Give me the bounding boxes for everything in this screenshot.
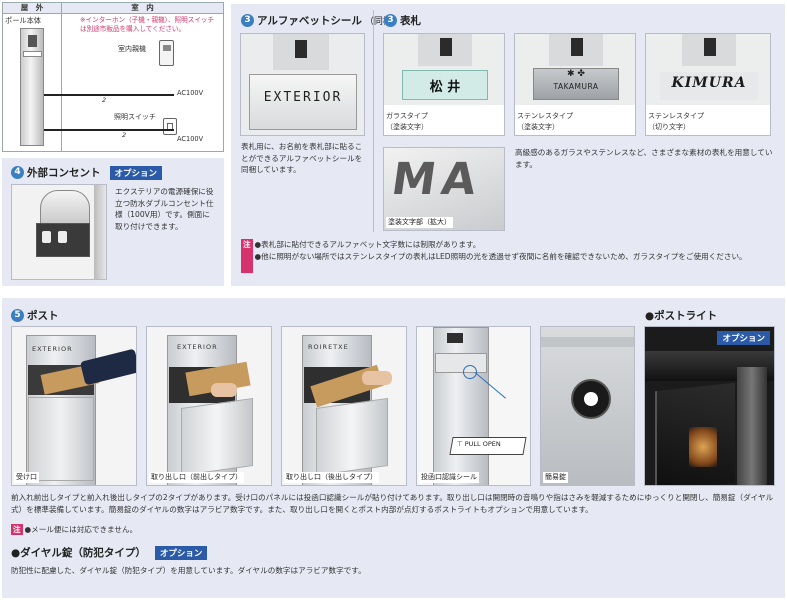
post-plate-front: EXTERIOR [32, 345, 73, 353]
glass-plate-text: 松 井 [429, 80, 461, 95]
sticker-photo: EXTERIOR [240, 33, 365, 136]
section-number: 3 [241, 14, 254, 27]
dial-lock-title: ●ダイヤル錠（防犯タイプ） [11, 547, 146, 559]
post-photo-lock: 簡易錠 [540, 326, 635, 486]
stainless-cut-caption1: ステンレスタイプ [648, 112, 704, 120]
post-photo-front-take: EXTERIOR 取り出し口（前出しタイプ） [146, 326, 272, 486]
outlet-description: エクステリアの電源確保に役立つ防水ダブルコンセント仕様（100V用）です。側面に… [115, 187, 214, 231]
switch-label: 照明スイッチ [114, 113, 156, 121]
stainless-cut-photo: KIMURA ステンレスタイプ （切り文字） [645, 33, 771, 136]
zoom-photo: MA 塗装文字部（拡大） [383, 147, 505, 231]
section-number: 3 [384, 14, 397, 27]
outlet-photo [11, 184, 107, 280]
section-number: 5 [11, 309, 24, 322]
note-tag: 注 [241, 239, 253, 273]
sticker-circle-icon [463, 365, 477, 379]
pull-open-icon: ⊤ [457, 440, 465, 448]
nameplate-note-1: ●表札部に貼付できるアルファベット文字数には制限があります。 [254, 240, 481, 249]
post-note: 注●メール便には対応できません。 [11, 524, 137, 535]
wiring-note: ※インターホン（子機・親機）、照明スイッチは別途市販品を購入してください。 [80, 16, 215, 33]
wire1-count: 2 [102, 96, 107, 104]
post-caption-inlet: 受け口 [14, 472, 39, 483]
light-switch-icon [163, 118, 177, 135]
ac1-label: AC100V [177, 89, 204, 97]
nameplate-notes: 注 ●表札部に貼付できるアルファベット文字数には制限があります。 ●他に照明がな… [241, 239, 776, 273]
pole-label: ポール本体 [5, 16, 41, 25]
dial-lock-description: 防犯性に配慮した、ダイヤル錠（防犯タイプ）を用意しています。ダイヤルの数字はアラ… [11, 566, 366, 575]
stainless-painted-caption1: ステンレスタイプ [517, 112, 573, 120]
stainless-painted-photo: ✱ ✤ TAKAMURA ステンレスタイプ （塗装文字） [514, 33, 636, 136]
wire2-count: 2 [122, 131, 127, 139]
master-unit-icon [159, 40, 174, 66]
post-photo-back-take: ROIRETXE 取り出し口（後出しタイプ） [281, 326, 407, 486]
col-outdoor-header: 屋 外 [2, 2, 62, 14]
postlight-title: ●ポストライト [645, 310, 718, 322]
post-title: ポスト [27, 310, 59, 322]
glass-caption1: ガラスタイプ [386, 112, 428, 120]
glass-nameplate-photo: 松 井 ガラスタイプ （塗装文字） [383, 33, 505, 136]
post-description: 前入れ前出しタイプと前入れ後出しタイプの2タイプがあります。受け口のパネルには投… [11, 493, 774, 514]
postlight-photo: オプション [644, 326, 775, 486]
col-indoor-header: 室 内 [62, 2, 224, 14]
sticker-description: 表札用に、お名前を表札部に貼ることができるアルファベットシールを同梱しています。 [241, 142, 363, 174]
ac2-label: AC100V [177, 135, 204, 143]
post-plate-back: ROIRETXE [308, 343, 349, 351]
stainless-plate-text: TAKAMURA [553, 82, 599, 91]
nameplate-note-2: ●他に照明がない場所ではステンレスタイプの表札はLED照明の光を透過せず夜間に名… [254, 251, 747, 261]
post-caption-front-take: 取り出し口（前出しタイプ） [149, 472, 244, 483]
post-caption-lock: 簡易錠 [543, 472, 568, 483]
dial-option-badge: オプション [154, 545, 208, 560]
pull-open-text: ⊤ PULL OPEN [457, 440, 501, 448]
post-photo-sticker: ⊤ PULL OPEN 投函口認識シール [416, 326, 531, 486]
master-label: 室内親機 [118, 45, 146, 53]
section-number: 4 [11, 166, 24, 179]
post-note-text: ●メール便には対応できません。 [24, 525, 138, 534]
dial-lock-icon [571, 379, 611, 419]
outlet-panel: 4 外部コンセント オプション エクステリアの電源確保に役立つ防水ダブルコンセン… [2, 158, 224, 286]
pull-open-label: PULL OPEN [464, 440, 501, 448]
outlet-title: 外部コンセント [27, 167, 101, 179]
nameplate-title: 表札 [400, 15, 421, 27]
stainless-painted-caption2: （塗装文字） [517, 123, 559, 131]
option-badge: オプション [109, 165, 163, 180]
cut-plate-text: KIMURA [671, 75, 747, 91]
stainless-mark-icon: ✱ ✤ [567, 69, 585, 79]
pole-illustration [20, 28, 44, 146]
zoom-caption: 塗装文字部（拡大） [386, 217, 453, 228]
sticker-title: アルファベットシール [257, 15, 362, 27]
post-plate-front2: EXTERIOR [177, 343, 218, 351]
post-caption-sticker: 投函口認識シール [419, 472, 479, 483]
post-photo-inlet: EXTERIOR 受け口 [11, 326, 137, 486]
zoom-text: MA [388, 154, 486, 205]
wiring-diagram: 屋 外 室 内 ポール本体 ※インターホン（子機・親機）、照明スイッチは別途市販… [2, 2, 224, 152]
stainless-cut-caption2: （切り文字） [648, 123, 690, 131]
postlight-option-badge: オプション [717, 331, 770, 345]
post-caption-back-take: 取り出し口（後出しタイプ） [284, 472, 379, 483]
sticker-plate-text: EXTERIOR [263, 90, 343, 105]
nameplate-description: 高級感のあるガラスやステンレスなど、さまざまな素材の表札を用意しています。 [515, 148, 773, 169]
note-tag: 注 [11, 524, 23, 535]
sticker-title-sub: （同梱） [364, 17, 401, 27]
glass-caption2: （塗装文字） [386, 123, 428, 131]
